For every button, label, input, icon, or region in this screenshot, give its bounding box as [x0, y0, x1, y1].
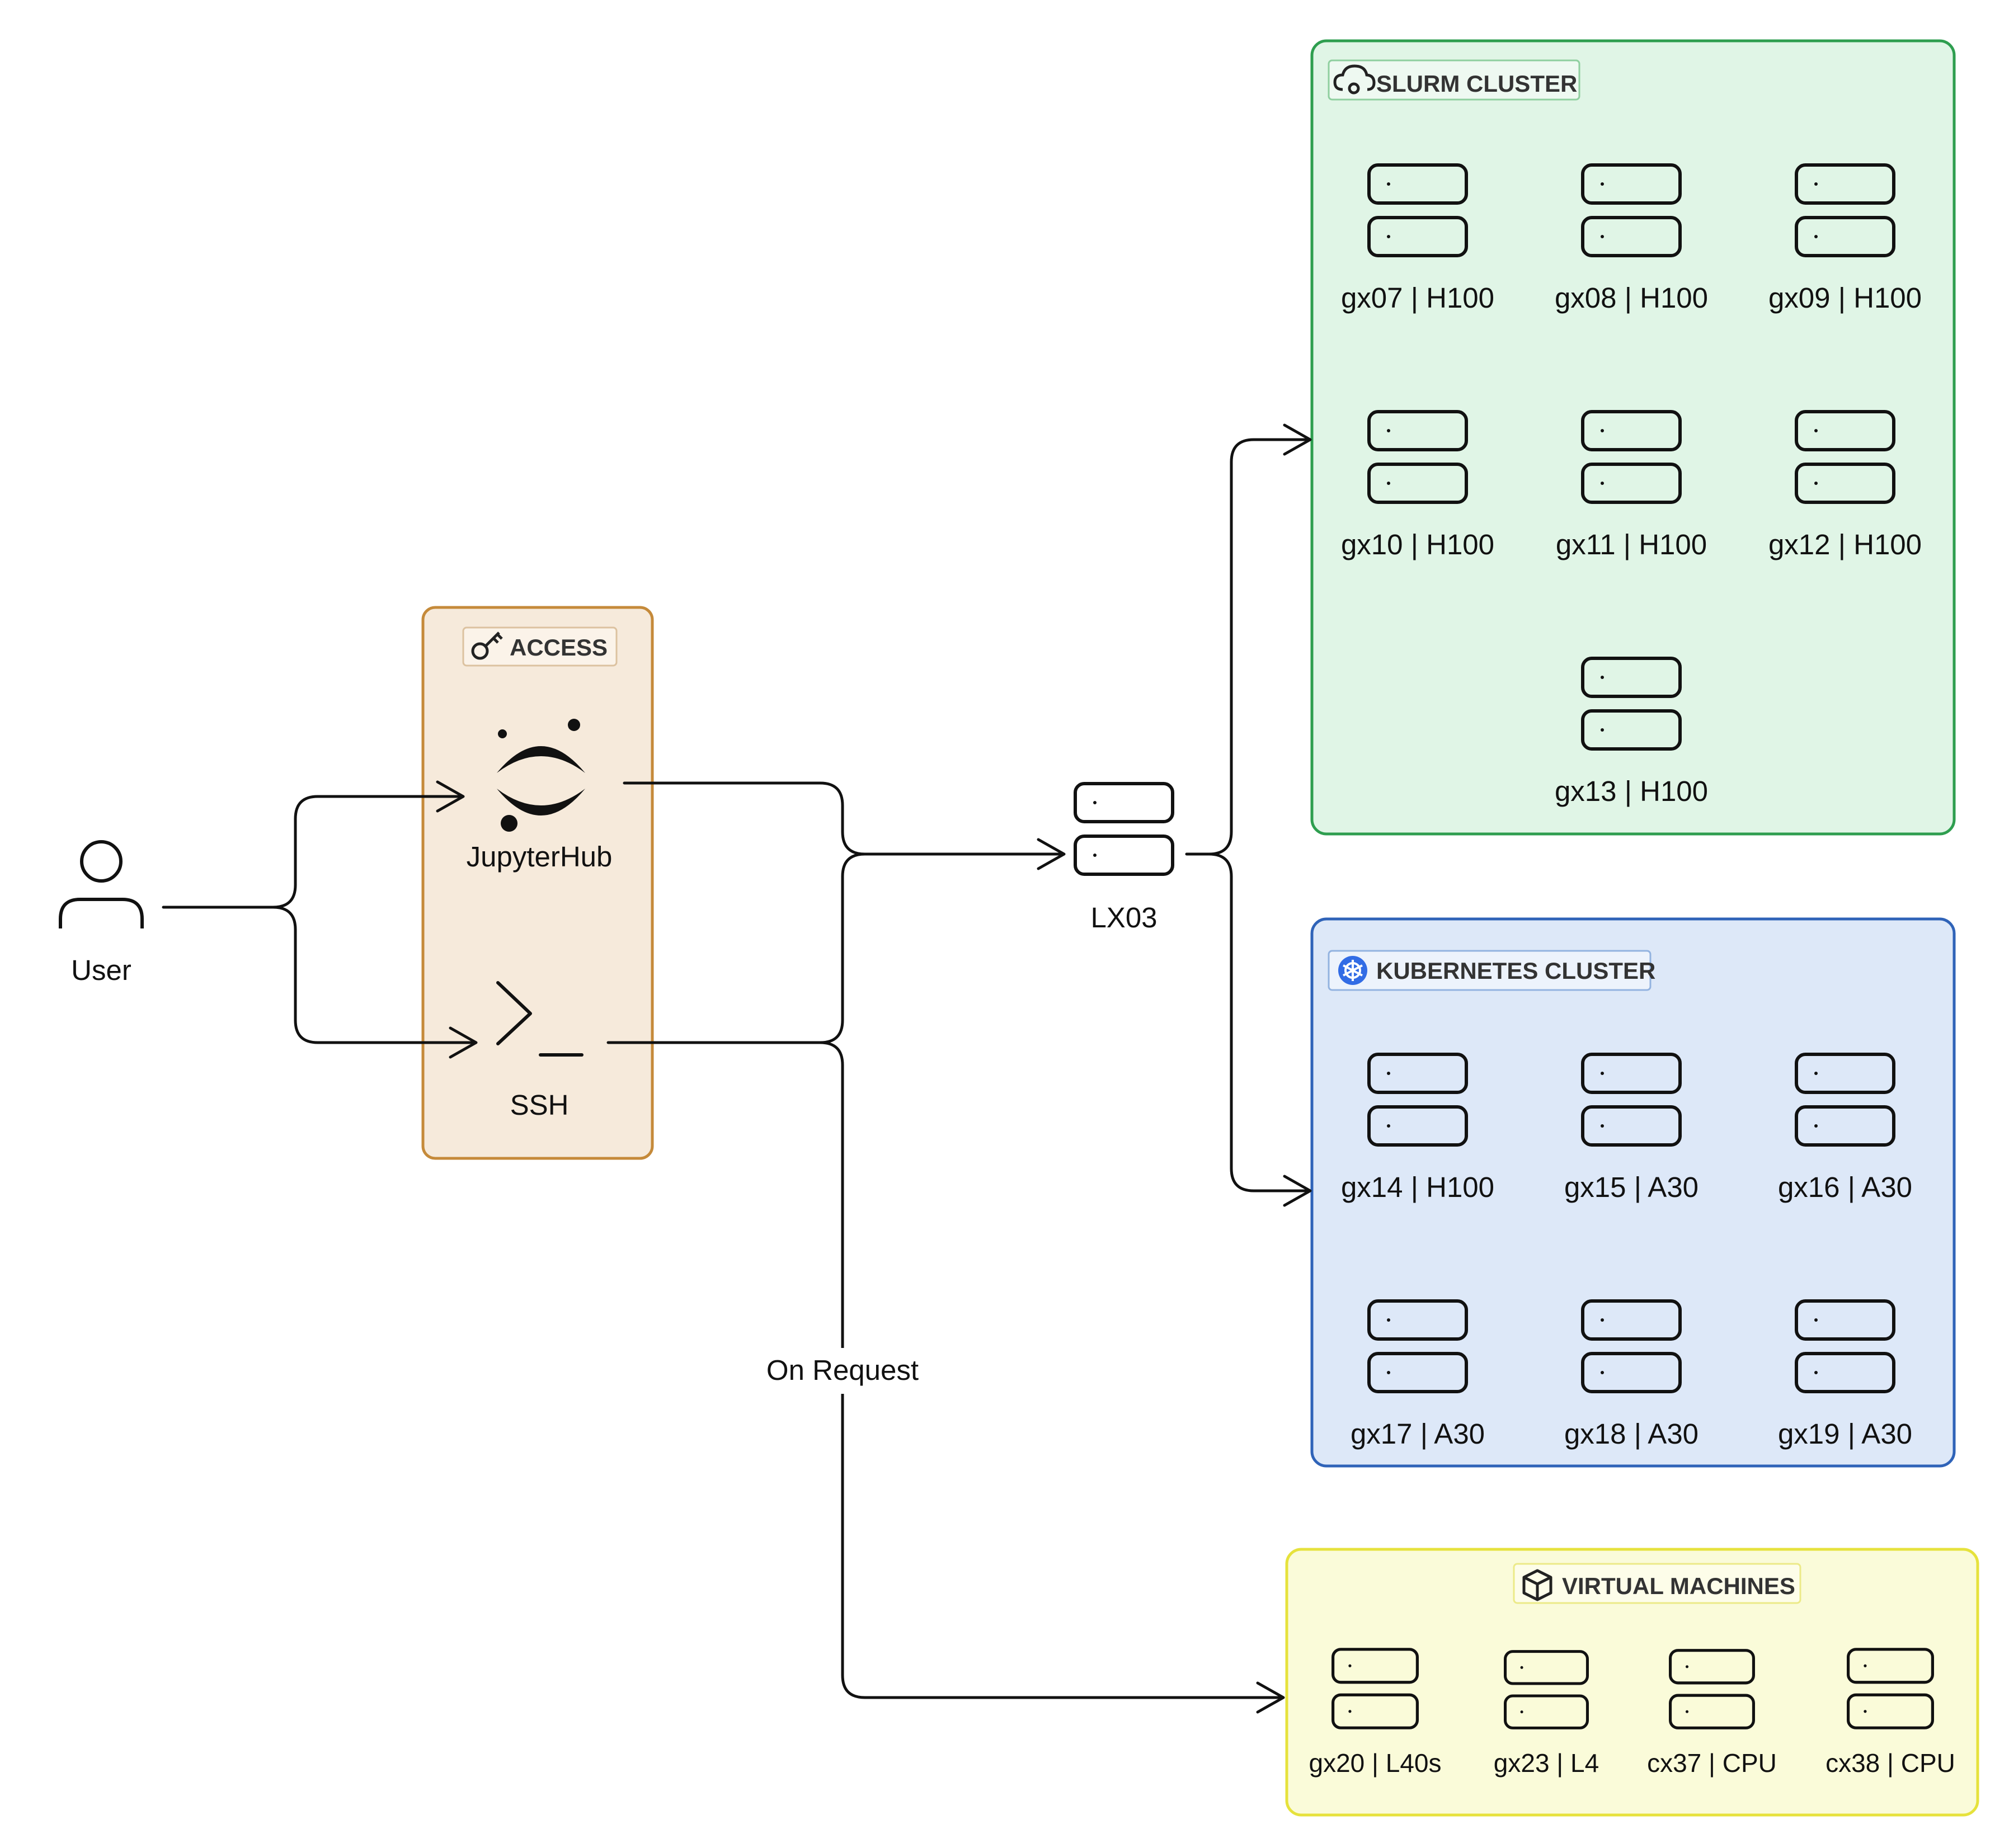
kubernetes-node[interactable]: gx16 | A30: [1778, 1054, 1912, 1203]
node-label: gx23 | L4: [1494, 1748, 1599, 1778]
edge-ssh-to-vms: [818, 1041, 1282, 1699]
arrowhead: [1283, 1175, 1312, 1207]
access-group: ACCESS: [421, 606, 654, 1160]
vm-node[interactable]: gx23 | L4: [1494, 1652, 1599, 1778]
arrowhead: [1037, 838, 1066, 870]
jupyterhub-node[interactable]: JupyterHub: [467, 719, 613, 873]
edge-ssh-to-lx03: [606, 852, 867, 1044]
virtual-machines-group: VIRTUAL MACHINES: [1285, 1548, 1979, 1817]
jupyter-logo: [497, 719, 585, 832]
kubernetes-node[interactable]: gx14 | H100: [1341, 1054, 1494, 1203]
lx03-label: LX03: [1090, 902, 1157, 934]
node-label: gx12 | H100: [1768, 529, 1922, 560]
node-label: gx17 | A30: [1351, 1418, 1485, 1450]
kubernetes-node[interactable]: gx19 | A30: [1778, 1301, 1912, 1450]
edge-jupyterhub-to-lx03: [623, 781, 1062, 856]
kubernetes-node[interactable]: gx15 | A30: [1564, 1054, 1699, 1203]
key-icon: [471, 631, 503, 660]
arrowhead: [1256, 1681, 1285, 1714]
slurm-node[interactable]: gx09 | H100: [1768, 165, 1922, 314]
virtual-machines-title: VIRTUAL MACHINES: [1562, 1573, 1795, 1599]
node-label: gx13 | H100: [1555, 775, 1708, 807]
arrowhead: [449, 1026, 478, 1059]
edge-lx03-to-kubernetes: [1207, 852, 1309, 1192]
node-label: gx11 | H100: [1556, 529, 1707, 560]
node-label: gx08 | H100: [1555, 282, 1708, 314]
slurm-node[interactable]: gx11 | H100: [1556, 412, 1707, 560]
slurm-node[interactable]: gx07 | H100: [1341, 165, 1494, 314]
kubernetes-cluster-group: KUBERNETES CLUSTER: [1310, 917, 1956, 1468]
vm-node[interactable]: cx38 | CPU: [1825, 1649, 1955, 1778]
slurm-node[interactable]: gx13 | H100: [1555, 658, 1708, 807]
on-request-label: On Request: [761, 1348, 924, 1394]
terminal-icon: [496, 981, 584, 1057]
vm-node[interactable]: cx37 | CPU: [1647, 1651, 1777, 1778]
arrowhead: [1283, 423, 1312, 456]
kubernetes-cluster-badge: KUBERNETES CLUSTER: [1328, 950, 1655, 991]
user-node: User: [59, 840, 144, 986]
slurm-node[interactable]: gx08 | H100: [1555, 165, 1708, 314]
slurm-cluster-title: SLURM CLUSTER: [1376, 70, 1577, 97]
kubernetes-cluster-title: KUBERNETES CLUSTER: [1376, 958, 1655, 984]
node-label: gx19 | A30: [1778, 1418, 1912, 1450]
jupyterhub-label: JupyterHub: [467, 841, 613, 873]
node-label: gx16 | A30: [1778, 1171, 1912, 1203]
vm-node[interactable]: gx20 | L40s: [1309, 1649, 1442, 1778]
ssh-node[interactable]: SSH: [496, 981, 584, 1121]
slurm-cluster-group: SLURM CLUSTER: [1310, 39, 1956, 836]
node-label: cx37 | CPU: [1647, 1748, 1777, 1778]
kubernetes-node[interactable]: gx18 | A30: [1564, 1301, 1699, 1450]
server-icon: [1075, 784, 1173, 874]
connectors: [162, 423, 1312, 1714]
slurm-cluster-badge: SLURM CLUSTER: [1328, 59, 1580, 101]
kubernetes-icon: [1338, 956, 1367, 985]
node-label: gx09 | H100: [1768, 282, 1922, 314]
virtual-machines-badge: VIRTUAL MACHINES: [1513, 1563, 1801, 1604]
access-badge: ACCESS: [462, 626, 618, 667]
slurm-node[interactable]: gx10 | H100: [1341, 412, 1494, 560]
node-label: gx15 | A30: [1564, 1171, 1699, 1203]
lx03-node[interactable]: LX03: [1075, 784, 1173, 934]
user-icon: [59, 840, 144, 928]
kubernetes-node[interactable]: gx17 | A30: [1351, 1301, 1485, 1450]
cube-icon: [1522, 1569, 1552, 1601]
access-title: ACCESS: [510, 634, 608, 661]
node-label: gx20 | L40s: [1309, 1748, 1441, 1778]
on-request-text: On Request: [766, 1354, 919, 1386]
slurm-node[interactable]: gx12 | H100: [1768, 412, 1922, 560]
edge-user-to-ssh: [271, 906, 474, 1044]
node-label: gx07 | H100: [1341, 282, 1494, 314]
node-label: gx10 | H100: [1341, 529, 1494, 560]
ssh-label: SSH: [510, 1089, 569, 1121]
user-label: User: [71, 954, 131, 986]
node-label: gx14 | H100: [1341, 1171, 1494, 1203]
node-label: gx18 | A30: [1564, 1418, 1699, 1450]
cloud-gear-icon: [1333, 64, 1376, 95]
edge-lx03-to-slurm: [1207, 438, 1309, 856]
edge-user-to-jupyterhub: [271, 795, 462, 909]
arrowhead: [436, 780, 465, 813]
node-label: cx38 | CPU: [1825, 1748, 1955, 1778]
